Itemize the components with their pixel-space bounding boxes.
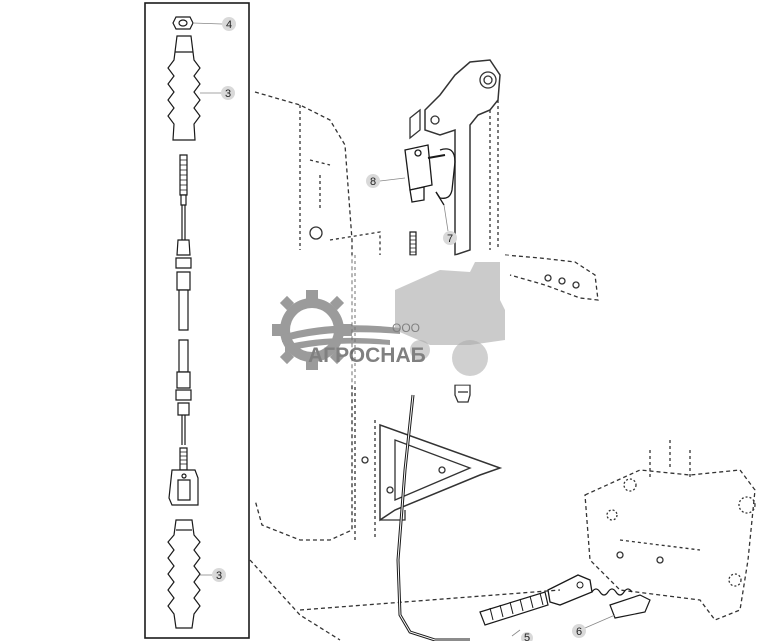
- tractor-assembly: [249, 59, 756, 641]
- watermark-brand: АГРОСНАБ: [308, 344, 426, 367]
- exploded-view-frame: [144, 2, 250, 639]
- callout-8-label: 8: [370, 176, 376, 188]
- exploded-parts: [167, 16, 201, 629]
- callout-3-bottom-label: 3: [216, 570, 222, 582]
- callout-4: 4: [192, 17, 236, 31]
- watermark: ООО АГРОСНАБ: [250, 255, 510, 385]
- callout-3-top: 3: [200, 86, 235, 100]
- watermark-prefix: ООО: [392, 321, 420, 335]
- callout-3-top-label: 3: [225, 88, 231, 100]
- callout-6-label: 6: [576, 626, 582, 638]
- callout-3-bottom: 3: [200, 568, 226, 582]
- callouts: 4 3 8 7 3 6 5: [192, 17, 616, 641]
- callout-6: 6: [572, 614, 616, 638]
- callout-5-label: 5: [524, 632, 530, 641]
- callout-4-label: 4: [226, 19, 232, 31]
- callout-7: 7: [443, 204, 457, 245]
- clevis-and-pin: [404, 144, 456, 206]
- callout-5: 5: [511, 629, 533, 641]
- callout-7-label: 7: [447, 233, 453, 245]
- harvester-icon: [395, 262, 505, 376]
- control-cable-installed: [396, 231, 651, 641]
- callout-8: 8: [366, 174, 406, 188]
